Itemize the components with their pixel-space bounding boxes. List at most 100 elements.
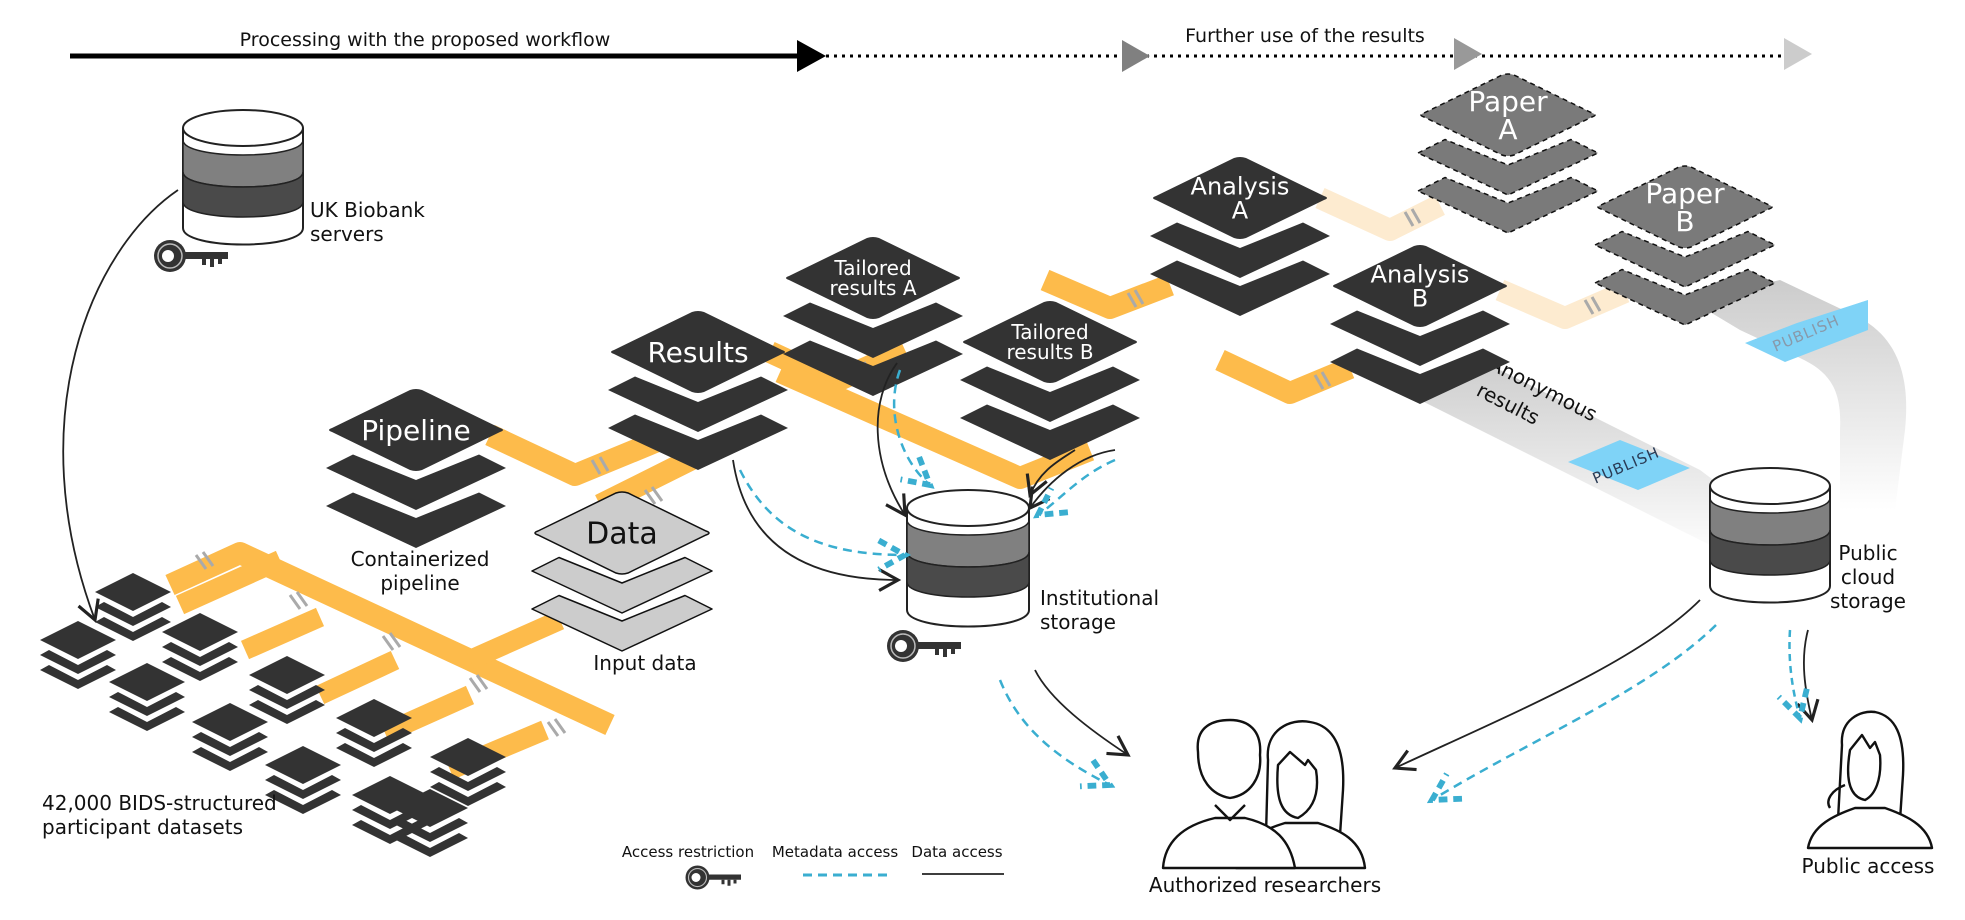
datasets-caption-2: participant datasets	[42, 815, 243, 839]
legend-access-restriction-label: Access restriction	[622, 843, 754, 861]
institutional-label-2: storage	[1040, 610, 1116, 634]
node-layer-chevron	[608, 376, 788, 432]
dataset-layer-chevron	[95, 602, 171, 626]
participant-dataset	[336, 699, 412, 767]
dataset-layer-chevron	[109, 692, 185, 716]
node-layer-chevron	[1330, 348, 1510, 404]
data-access-arrow	[876, 362, 907, 518]
processing-arrowhead	[797, 40, 826, 72]
database-icon	[906, 489, 1030, 628]
participant-dataset	[249, 656, 325, 724]
dataset-layer-chevron	[109, 707, 185, 731]
dataset-layer-chevron	[192, 732, 268, 756]
dataset-layer-chevron	[162, 642, 238, 666]
node-layer-chevron	[783, 340, 963, 396]
stage-arrowhead-1	[1122, 40, 1150, 72]
participant-dataset	[392, 789, 468, 857]
stage-arrowhead-3	[1784, 38, 1812, 70]
legend-metadata-access-label: Metadata access	[772, 843, 899, 861]
processing-label: Processing with the proposed workflow	[240, 29, 611, 51]
dataset-layer-chevron	[430, 782, 506, 806]
node-layer-chevron	[1150, 222, 1330, 278]
metadata-access-arrow	[892, 369, 930, 485]
pipe-pipeline-results	[485, 425, 665, 486]
pipe-tailored-a-analysis-a	[1040, 269, 1174, 319]
node-layer-chevron	[1594, 268, 1776, 326]
dataset-layer-chevron	[249, 685, 325, 709]
dataset-layer-chevron	[392, 833, 468, 857]
dataset-top-face	[40, 621, 116, 659]
data-access-arrow	[62, 189, 179, 624]
key-icon	[154, 240, 228, 272]
node-top-face	[1420, 73, 1596, 157]
node-label: A	[1498, 113, 1517, 146]
pipe-dataset-branch-3	[315, 650, 400, 705]
person-icon	[1806, 710, 1934, 850]
participant-dataset	[265, 746, 341, 814]
node-label: Paper	[1645, 177, 1725, 210]
institutional-storage: Institutional storage	[887, 489, 1159, 662]
node-layer-chevron	[531, 556, 713, 614]
node-layer-chevron	[326, 492, 506, 548]
dataset-layer-chevron	[392, 818, 468, 842]
public-access: Public access	[1802, 710, 1934, 878]
pipe-results-tailored-b	[775, 361, 1095, 489]
participant-dataset	[162, 613, 238, 681]
node-layer-chevron	[1417, 138, 1599, 196]
dataset-layer-chevron	[336, 743, 412, 767]
dataset-layer-chevron	[336, 728, 412, 752]
publish-tag-anonymous	[1568, 440, 1690, 490]
participant-dataset	[109, 663, 185, 731]
pipeline-caption-1: Containerized	[351, 547, 490, 571]
node-layer-chevron	[783, 302, 963, 358]
pipe-dataset-branch-2	[240, 607, 325, 660]
metadata-access-arrow	[1038, 458, 1116, 515]
database-icon	[1709, 467, 1831, 604]
dataset-layer-chevron	[249, 700, 325, 724]
dataset-layer-chevron	[40, 650, 116, 674]
metadata-access-arrow	[1432, 624, 1717, 800]
node-label: Tailored	[833, 256, 911, 280]
researchers-icon	[1161, 718, 1367, 870]
dataset-layer-chevron	[265, 775, 341, 799]
dataset-layer-chevron	[95, 617, 171, 641]
node-pipeline: Pipeline	[326, 389, 506, 548]
node-top-face	[1153, 157, 1327, 239]
pipe-dataset-trunk	[165, 542, 615, 735]
pipe-analysis-b-paper-b	[1495, 279, 1630, 329]
node-label: Pipeline	[361, 414, 471, 447]
timeline: Processing with the proposed workflow Fu…	[70, 25, 1812, 72]
dataset-top-face	[109, 663, 185, 701]
node-layer-chevron	[960, 366, 1140, 422]
dataset-top-face	[249, 656, 325, 694]
dataset-top-face	[336, 699, 412, 737]
biobank-label-2: servers	[310, 222, 384, 246]
paper-b-band	[1690, 280, 1907, 510]
pipes	[165, 187, 1630, 780]
metadata-access-arrow	[738, 469, 905, 555]
pipe-tailored-b-analysis-b	[1215, 350, 1355, 404]
node-label: Paper	[1468, 85, 1548, 118]
node-top-face	[963, 301, 1137, 383]
legend: Access restriction Metadata access Data …	[622, 843, 1004, 890]
pipe-data-input	[465, 610, 565, 670]
node-layer-chevron	[608, 414, 788, 470]
researchers-label: Authorized researchers	[1149, 873, 1381, 897]
dataset-layer-chevron	[430, 767, 506, 791]
dataset-top-face	[162, 613, 238, 651]
node-data: Data	[531, 491, 713, 652]
node-label: Data	[586, 517, 658, 552]
node-layer-chevron	[1330, 310, 1510, 366]
node-top-face	[329, 389, 503, 471]
node-label: Results	[647, 336, 748, 369]
metadata-access-arrow	[1789, 629, 1800, 718]
dataset-layer-chevron	[40, 665, 116, 689]
participant-dataset	[95, 573, 171, 641]
dataset-top-face	[95, 573, 171, 611]
authorized-researchers: Authorized researchers	[1149, 718, 1381, 897]
